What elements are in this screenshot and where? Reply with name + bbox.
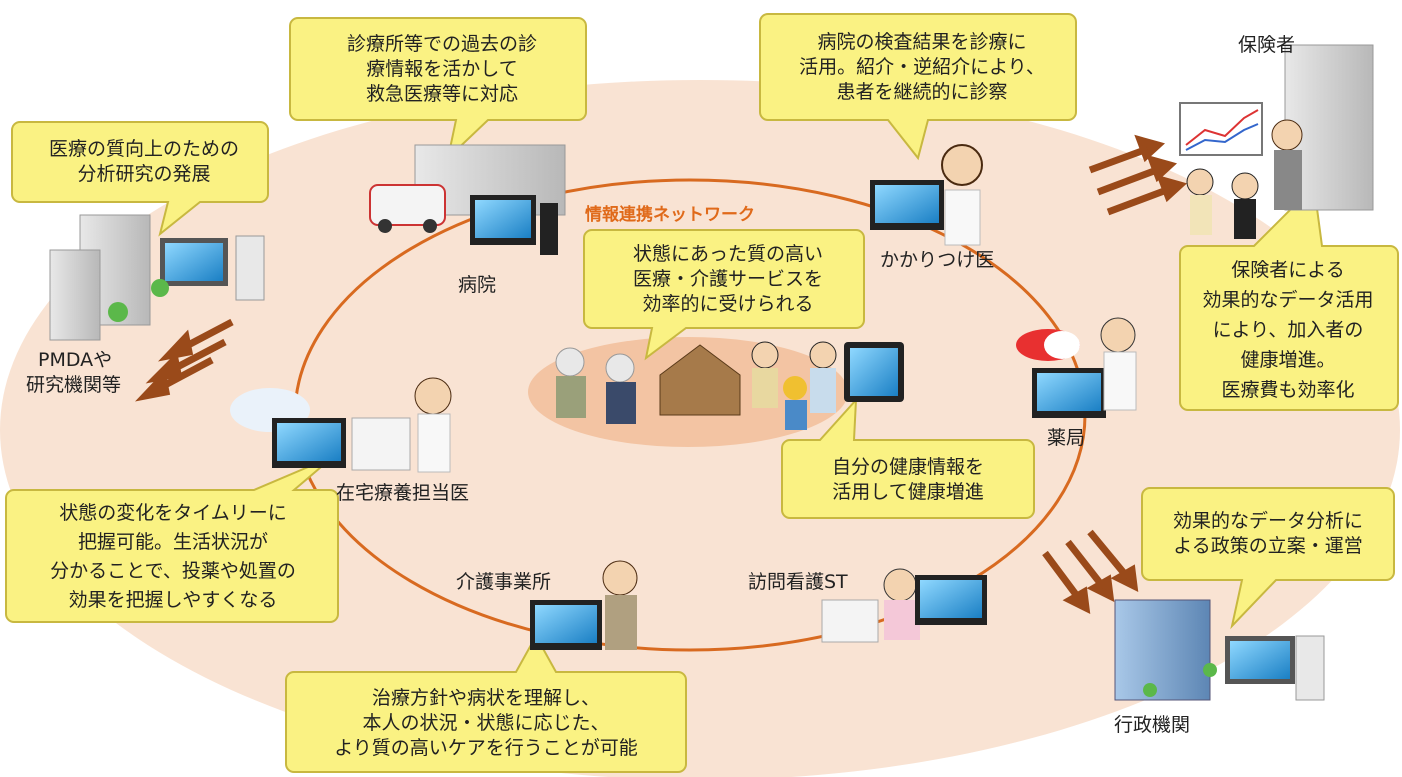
bubble-research (11, 121, 269, 237)
bubble-line: 医療・介護サービスを (632, 267, 823, 290)
label-family-doctor: かかりつけ医 (880, 249, 995, 271)
bubble-line: により、加入者の (1212, 319, 1364, 341)
arrow-group-pmda (134, 318, 234, 402)
bubble-line: 本人の状況・状態に応じた、 (362, 711, 610, 734)
bubble-policy (1141, 487, 1395, 630)
bubble-line: 医療の質向上のための (48, 138, 239, 160)
label-visiting-nurse: 訪問看護ST (748, 571, 848, 593)
bubble-line: 保険者による (1231, 259, 1345, 281)
bubble-line: 患者を継続的に診察 (836, 80, 1008, 103)
bubble-line: 活用。紹介・逆紹介により、 (799, 55, 1045, 78)
family-doctor-icon (870, 144, 983, 246)
bubble-line: 効果的なデータ活用 (1202, 289, 1374, 311)
bubble-line: 分かることで、投薬や処置の (50, 560, 296, 582)
bubble-line: 病院の検査結果を診療に (817, 30, 1027, 53)
research-building-icon (49, 214, 265, 341)
bubble-health-info-text: 自分の健康情報を 活用して健康増進 (782, 442, 1034, 518)
bubble-hospital-results-text: 病院の検査結果を診療に 活用。紹介・逆紹介により、 患者を継続的に診察 (768, 14, 1076, 120)
bubble-line: 把握可能。生活状況が (77, 531, 268, 553)
arrow-group-government (1042, 529, 1139, 615)
label-home-doctor: 在宅療養担当医 (336, 482, 470, 504)
bubble-line: 効率的に受けられる (642, 292, 814, 315)
arrow-group-insurer (1088, 134, 1188, 216)
family-home-group-icon (555, 341, 904, 430)
insurer-group-icon (1179, 44, 1374, 239)
bubble-quality-services (583, 229, 865, 361)
bubble-care-plan (285, 633, 687, 773)
bubble-insurer-data-text: 保険者による 効果的なデータ活用 により、加入者の 健康増進。 医療費も効率化 (1180, 250, 1396, 410)
bubble-clinic-history (289, 17, 587, 161)
bubble-care-plan-text: 治療方針や病状を理解し、 本人の状況・状態に応じた、 より質の高いケアを行うこと… (286, 674, 686, 772)
bubble-line: よる政策の立案・運営 (1173, 535, 1363, 557)
bubble-line: 効果を把握しやすくなる (68, 589, 278, 611)
bubble-research-text: 医療の質向上のための 分析研究の発展 (20, 122, 268, 202)
bubble-line: 効果的なデータ分析に (1172, 510, 1363, 532)
label-care-office: 介護事業所 (456, 571, 552, 593)
label-government: 行政機関 (1114, 714, 1191, 736)
bubble-insurer-data (1179, 183, 1399, 411)
bubble-line: より質の高いケアを行うことが可能 (334, 736, 638, 759)
pharmacy-icon (1016, 317, 1137, 418)
bubble-hospital-results (759, 13, 1077, 161)
bubble-line: 分析研究の発展 (77, 163, 211, 185)
bubble-homecare (5, 455, 339, 623)
visiting-nurse-icon (821, 568, 987, 643)
bubble-line: 救急医療等に対応 (365, 82, 518, 105)
label-pmda-1: PMDAや (38, 349, 113, 371)
label-insurer: 保険者 (1238, 34, 1296, 56)
bubble-line: 状態にあった質の高い (632, 242, 823, 265)
bubble-policy-text: 効果的なデータ分析に よる政策の立案・運営 (1142, 488, 1394, 580)
hospital-building-icon (369, 144, 566, 255)
government-building-icon (1114, 599, 1325, 701)
bubble-homecare-text: 状態の変化をタイムリーに 把握可能。生活状況が 分かることで、投薬や処置の 効果… (6, 492, 340, 622)
bubble-clinic-history-text: 診療所等での過去の診 療情報を活かして 救急医療等に対応 (298, 18, 586, 120)
bubble-line: 治療方針や病状を理解し、 (371, 686, 600, 709)
bubble-line: 状態の変化をタイムリーに (59, 502, 287, 524)
bubble-line: 活用して健康増進 (832, 481, 984, 503)
label-pharmacy: 薬局 (1047, 427, 1086, 449)
bubble-line: 医療費も効率化 (1221, 379, 1355, 401)
home-doctor-icon (230, 377, 452, 473)
label-pmda-2: 研究機関等 (26, 374, 122, 396)
bubble-line: 健康増進。 (1240, 349, 1336, 371)
bubble-line: 診療所等での過去の診 (346, 32, 537, 55)
care-worker-icon (530, 560, 638, 650)
bubble-line: 療情報を活かして (366, 57, 518, 80)
bubble-quality-services-text: 状態にあった質の高い 医療・介護サービスを 効率的に受けられる (592, 230, 864, 328)
bubble-health-info (781, 397, 1035, 519)
network-title: 情報連携ネットワーク (585, 205, 755, 225)
bubble-line: 自分の健康情報を (831, 456, 984, 478)
label-hospital: 病院 (458, 274, 497, 296)
